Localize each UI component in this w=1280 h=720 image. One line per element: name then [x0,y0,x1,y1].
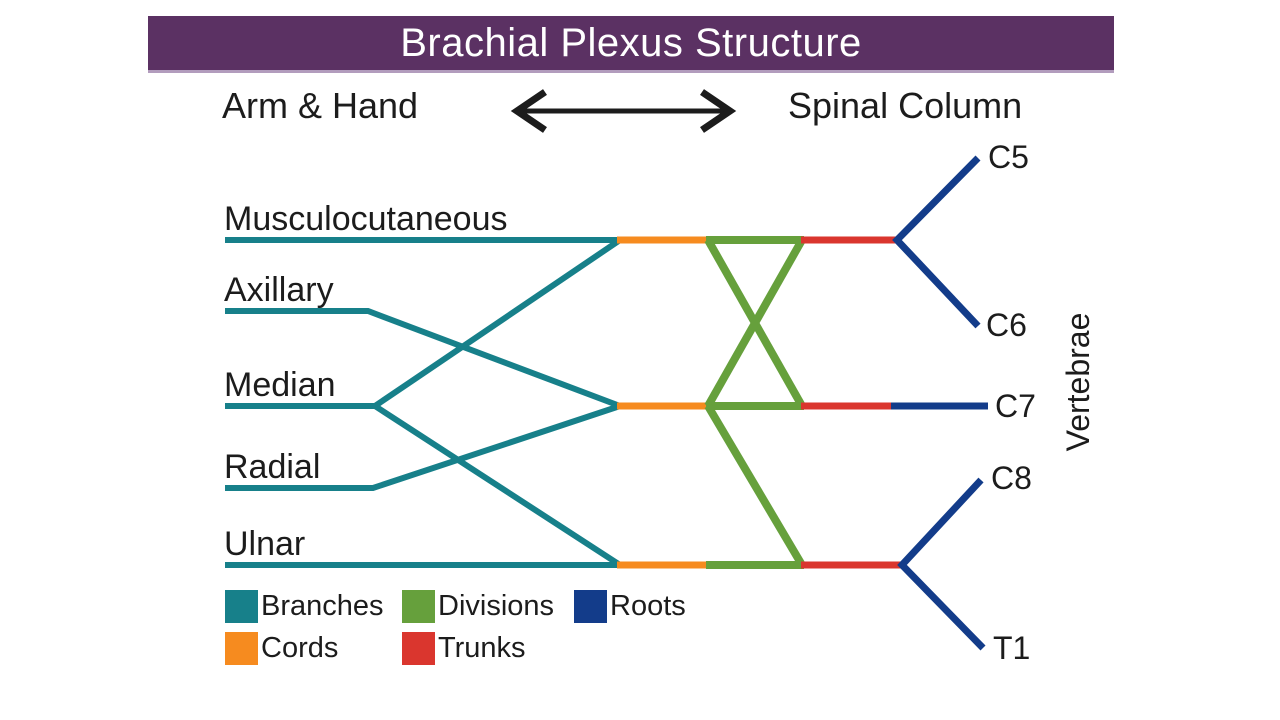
legend-item-cords: Cords [225,632,338,665]
legend-label: Branches [261,590,384,622]
branches-swatch [225,590,258,623]
division-middle-to-top [704,238,806,408]
median-line [225,237,622,568]
double-arrow-icon [510,89,737,133]
legend-item-trunks: Trunks [402,632,526,665]
legend-label: Cords [261,632,339,664]
page-title: Brachial Plexus Structure [400,20,862,65]
root-label-t1: T1 [993,630,1031,666]
root-label-c7: C7 [995,388,1036,424]
division-middle-to-bottom [704,403,806,568]
root-label-c5: C5 [988,139,1029,175]
arm-hand-heading: Arm & Hand [222,85,419,126]
roots-swatch [574,590,607,623]
arrow-head-left [510,89,547,133]
axillary-line [225,308,622,409]
branch-lines [225,237,622,568]
legend-label: Divisions [438,590,555,622]
c5-c6-root-lines [892,155,981,329]
radial-line [225,403,621,491]
trunks-swatch [402,632,435,665]
root-label-c6: C6 [986,307,1027,343]
nerve-label-median: Median [224,366,336,404]
root-lines [891,155,988,651]
nerve-label-musculocutaneous: Musculocutaneous [224,200,508,238]
spinal-column-heading: Spinal Column [788,85,1023,126]
trunk-lines [801,236,902,569]
title-bar: Brachial Plexus Structure [148,16,1114,73]
legend-label: Trunks [438,632,526,664]
legend-item-divisions: Divisions [402,590,554,623]
nerve-label-radial: Radial [224,448,321,486]
vertebrae-axis-label: Vertebrae [1060,312,1096,452]
nerve-label-axillary: Axillary [224,271,334,309]
division-lines [704,236,806,569]
legend-label: Roots [610,590,686,622]
cords-swatch [225,632,258,665]
legend-item-branches: Branches [225,590,384,623]
root-label-c8: C8 [991,460,1032,496]
cord-lines [617,236,709,569]
arrow-head-right [700,89,737,133]
nerve-label-ulnar: Ulnar [224,525,306,563]
divisions-swatch [402,590,435,623]
legend-item-roots: Roots [574,590,686,623]
c8-t1-root-lines [897,477,986,651]
